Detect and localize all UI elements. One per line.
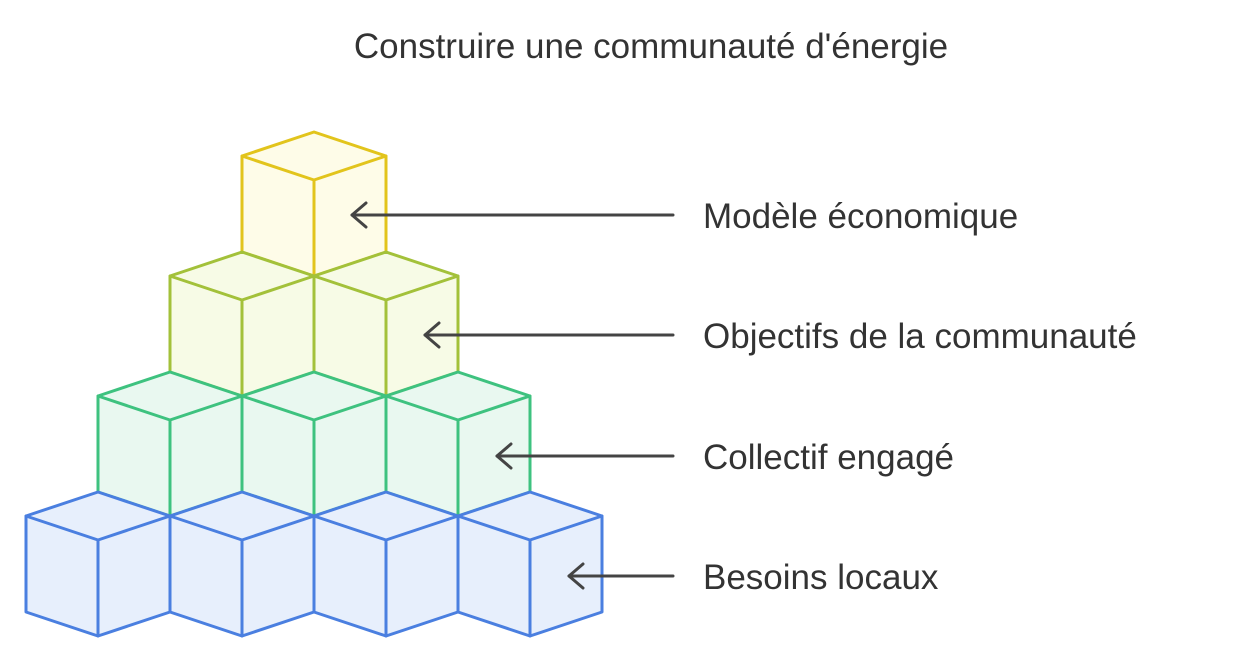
cube-layer-3	[24, 490, 604, 638]
cube	[168, 490, 316, 638]
layer-label-group-1: Objectifs de la communauté	[423, 317, 1137, 356]
cube	[96, 370, 244, 518]
cube	[456, 490, 604, 638]
arrow-head-1	[423, 321, 441, 349]
arrow-head-2	[495, 442, 513, 470]
arrow-head-0	[350, 201, 368, 229]
cube	[24, 490, 172, 638]
layer-label-3: Besoins locaux	[703, 558, 939, 597]
cube-layer-2	[96, 370, 532, 518]
layer-label-2: Collectif engagé	[703, 438, 954, 477]
cube	[312, 490, 460, 638]
layer-label-1: Objectifs de la communauté	[703, 317, 1137, 356]
diagram-title: Construire une communauté d'énergie	[354, 27, 948, 66]
cube	[240, 370, 388, 518]
layer-label-0: Modèle économique	[703, 197, 1018, 236]
cube-stack	[24, 130, 604, 638]
layer-label-group-2: Collectif engagé	[495, 438, 954, 477]
arrow-head-3	[567, 562, 585, 590]
cube	[384, 370, 532, 518]
cube	[168, 250, 316, 398]
layer-label-group-3: Besoins locaux	[567, 558, 939, 597]
layer-label-group-0: Modèle économique	[350, 197, 1018, 236]
